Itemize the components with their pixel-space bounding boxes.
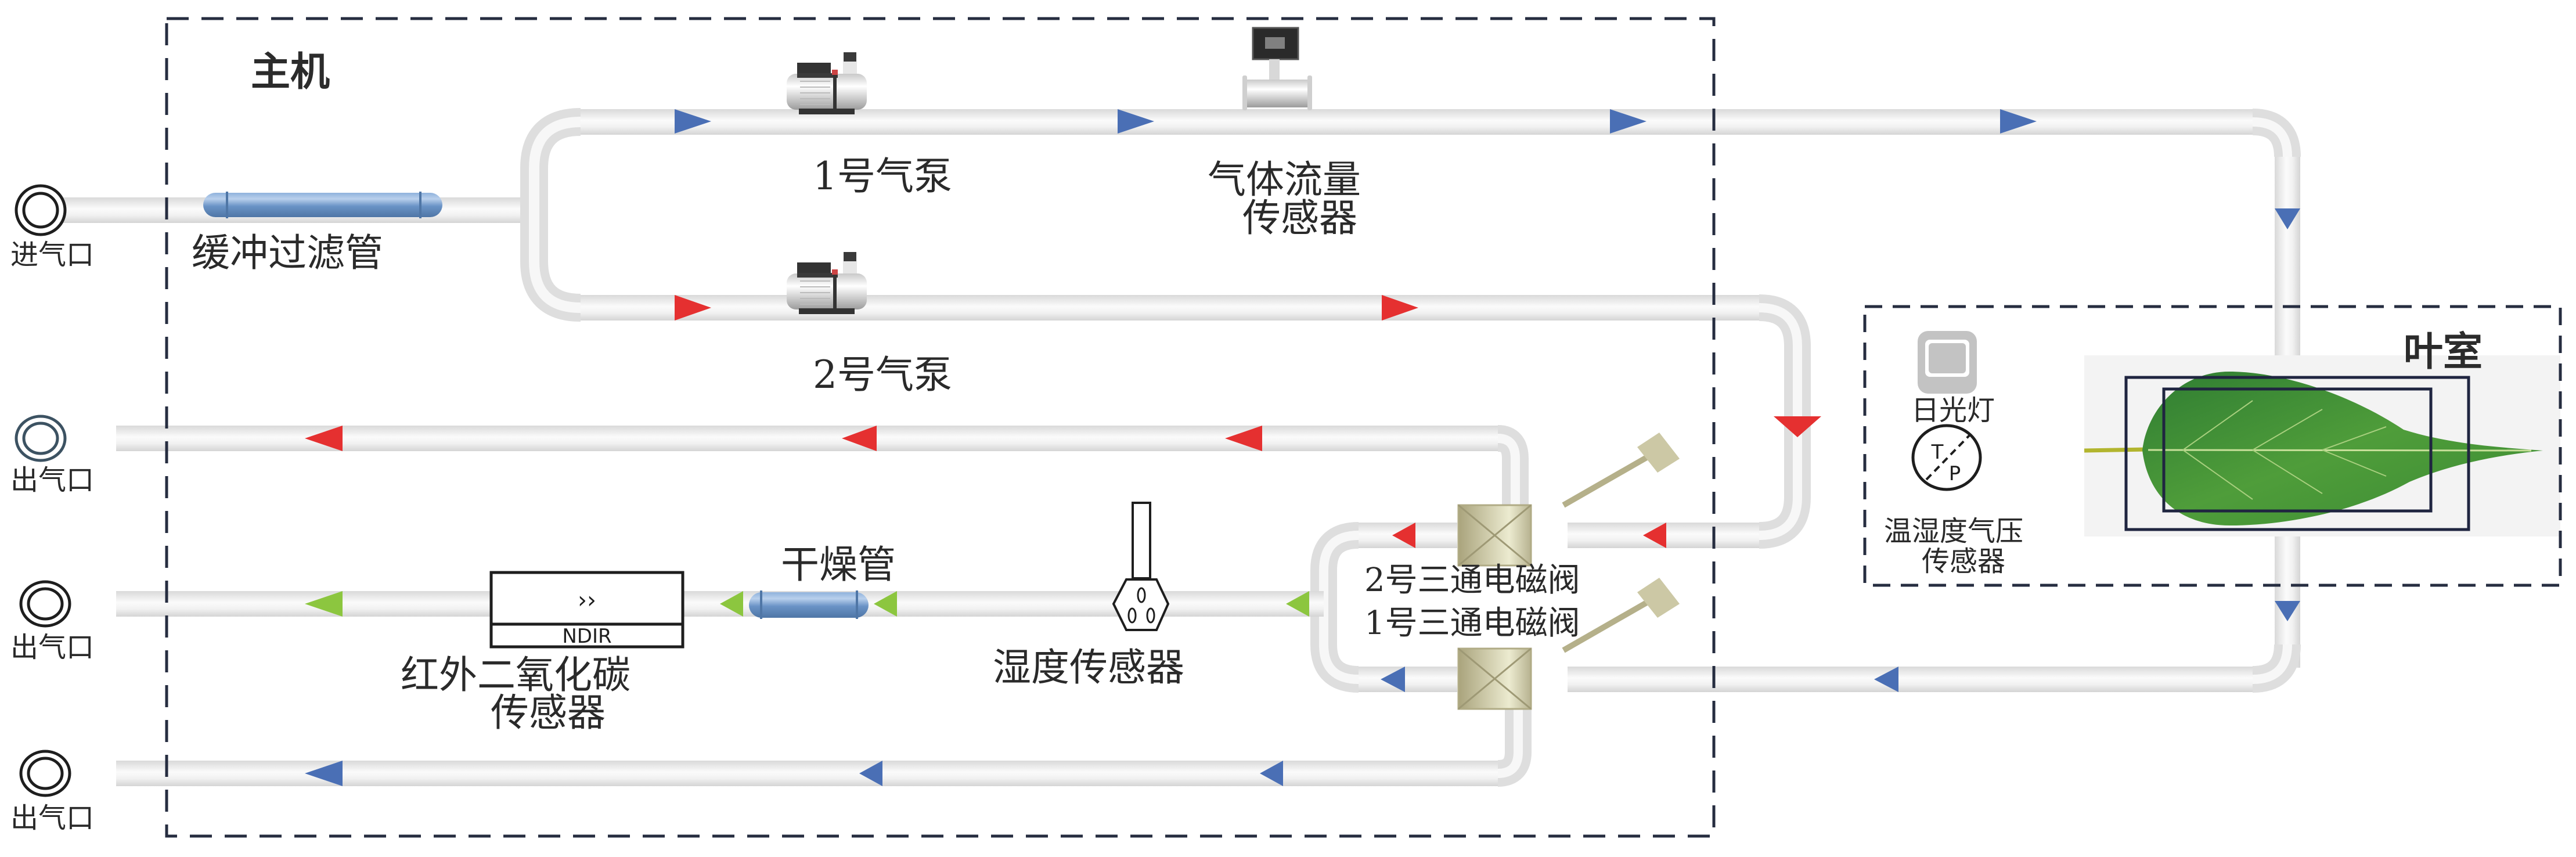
arrow-red-right [1382,295,1418,321]
leaf-stem [2084,447,2149,453]
thp-symbol-t: T [1931,441,1944,464]
arrow-blue-down [2275,208,2300,229]
leaf-chamber [1863,305,2562,587]
arrow-red-left [305,426,343,451]
arrow-red-down [1774,416,1821,437]
arrow-red-left [1643,523,1666,548]
leaf-icon [2142,372,2543,525]
pump-1-label: 1号气泵 [813,154,952,199]
arrow-blue-left [1381,667,1405,692]
flow-arrows [305,109,2300,786]
three-way-valve-1-icon [1457,578,1680,710]
arrow-green-left [305,591,343,617]
arrow-blue-right [1118,109,1154,134]
leaf-chamber-title: 叶室 [2404,329,2483,375]
buffer-filter-tube-icon [203,192,442,218]
arrow-blue-right [675,109,711,134]
gas-flow-sensor-icon [1242,27,1312,110]
ndir-symbol: ›› [578,587,596,614]
outlet-port-2-icon [19,580,71,628]
host-box-border [165,17,1716,838]
air-pump-1-icon [787,52,867,114]
humidity-sensor-label: 湿度传感器 [993,645,1184,690]
arrow-blue-right [2000,109,2037,134]
arrow-green-left [1286,591,1309,617]
ndir-text: NDIR [562,625,611,648]
leaf-clamp-inner [2162,387,2433,513]
pipe-pump2-line [581,294,1811,549]
inlet-port-icon [15,184,67,236]
arrow-blue-left [1874,667,1898,692]
arrow-red-left [1392,523,1415,548]
temp-humidity-pressure-sensor-icon [1911,424,1982,491]
arrow-red-right [675,295,711,321]
lamp-label: 日光灯 [1911,394,1995,427]
outlet-3-label: 出气口 [10,802,95,834]
pipe-outlet1-line [116,425,1529,505]
thp-sensor-label-line2: 传感器 [1922,545,2006,578]
arrow-green-left [874,591,897,617]
arrow-blue-right [1610,109,1647,134]
outlet-port-3-icon [19,750,71,797]
thp-sensor-label-line1: 温湿度气压 [1884,515,2024,548]
drying-tube-label: 干燥管 [781,542,896,587]
outlet-2-label: 出气口 [10,631,95,664]
humidity-sensor-icon [1112,502,1170,631]
co2-sensor-label-line2: 传感器 [491,690,606,735]
arrow-red-left [842,426,877,451]
arrow-blue-left [859,761,882,786]
air-pump-2-icon [787,252,867,314]
flow-sensor-label-line2: 传感器 [1242,196,1357,240]
buffer-filter-label: 缓冲过滤管 [192,231,383,275]
valve-1-label: 1号三通电磁阀 [1364,604,1580,642]
outlet-1-label: 出气口 [10,464,95,496]
outlet-port-1-icon [15,415,67,462]
thp-symbol-p: P [1949,462,1961,485]
arrow-blue-left [1260,761,1283,786]
host-box-title: 主机 [251,49,330,95]
co2-sensor-label-line1: 红外二氧化碳 [401,653,631,697]
flow-sensor-label-line1: 气体流量 [1208,157,1361,202]
arrow-red-left [1225,426,1262,451]
arrow-green-left [720,591,743,617]
pipe-splitter [520,108,581,322]
leaf-clamp-outer [2124,376,2470,531]
pump-2-label: 2号气泵 [813,352,952,397]
drying-tube-icon [749,590,869,619]
fluorescent-lamp-icon [1918,331,1977,394]
arrow-blue-left [305,761,343,786]
leaf-chamber-border [1863,305,2562,587]
arrow-blue-down [2275,601,2300,621]
inlet-label: 进气口 [10,239,95,271]
valve-2-label: 2号三通电磁阀 [1364,561,1580,599]
three-way-valve-2-icon [1457,433,1680,567]
ndir-co2-sensor-icon: ›› NDIR [489,571,684,649]
